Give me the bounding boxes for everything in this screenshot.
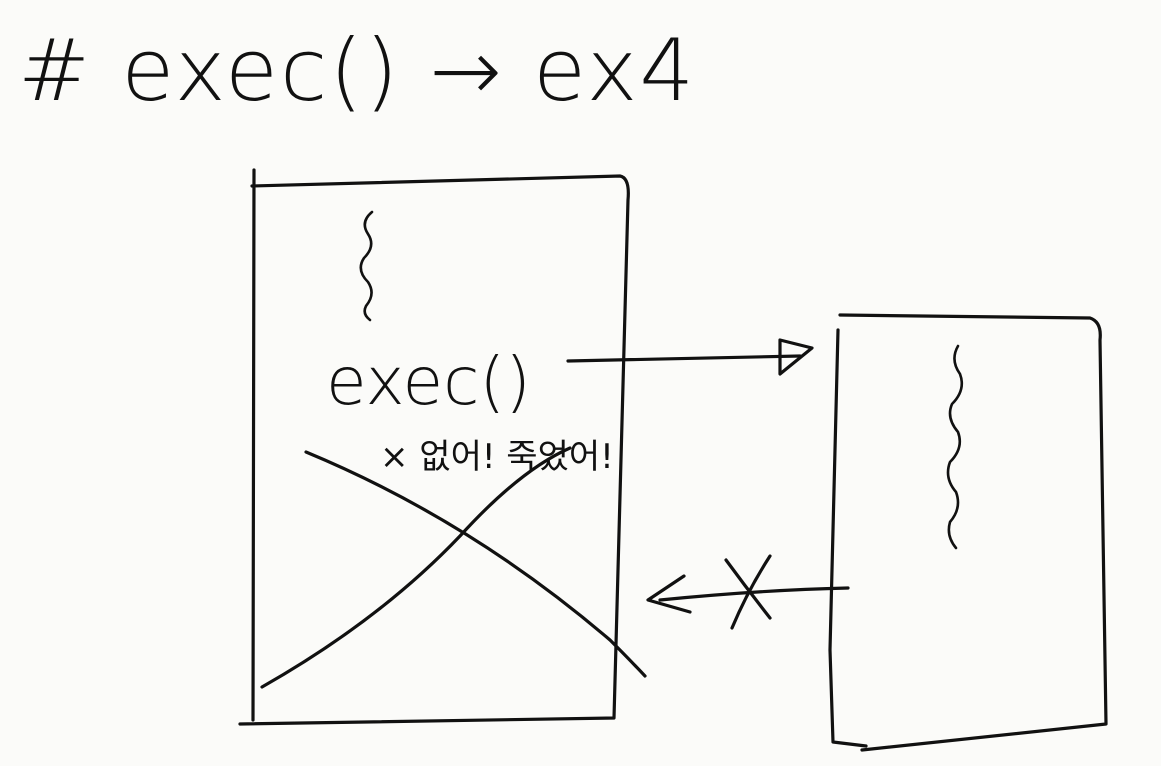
- cross-out-mark: [260, 446, 647, 689]
- annotation-text: × 없어! 죽었어!: [380, 437, 614, 477]
- cross-icon: [724, 554, 772, 630]
- exec-arrow: [566, 354, 802, 363]
- new-program-box: [828, 313, 1108, 752]
- code-squiggle-icon: [946, 344, 964, 550]
- exec-call-label: exec(): [326, 343, 531, 420]
- page-title: # exec() → ex4: [18, 21, 696, 121]
- return-arrow-head: [646, 574, 692, 614]
- caller-process-box: [238, 168, 630, 726]
- return-arrow: [658, 586, 850, 602]
- code-squiggle-icon: [359, 210, 374, 322]
- exec-arrow-head: [778, 338, 814, 376]
